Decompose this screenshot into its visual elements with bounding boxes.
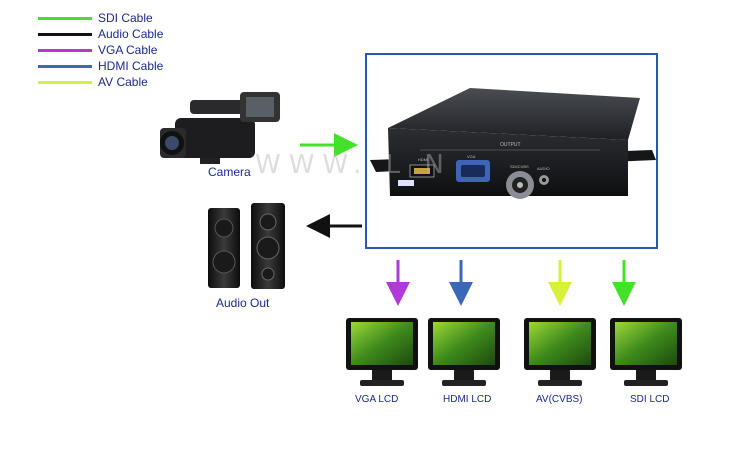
- legend-label-hdmi: HDMI Cable: [98, 59, 164, 73]
- legend-item-audio: Audio Cable: [38, 26, 163, 42]
- legend-item-vga: VGA Cable: [38, 42, 163, 58]
- monitor-sdi-icon: [610, 318, 682, 386]
- legend-line-sdi: [38, 16, 92, 20]
- sdi-lcd-label: SDI LCD: [630, 394, 670, 405]
- device-port-audio-label: AUDIO: [537, 166, 550, 171]
- monitor-vga-icon: [346, 318, 418, 386]
- device-output-label: OUTPUT: [500, 142, 521, 148]
- legend-item-hdmi: HDMI Cable: [38, 58, 163, 74]
- speakers-icon: [208, 203, 285, 289]
- converter-box-icon: [370, 88, 656, 199]
- legend-label-sdi: SDI Cable: [98, 11, 153, 25]
- vga-lcd-label: VGA LCD: [355, 394, 399, 405]
- device-port-hdmi-label: HDMI: [418, 157, 428, 162]
- legend-label-av: AV Cable: [98, 75, 148, 89]
- camera-label: Camera: [208, 165, 251, 179]
- monitor-av-icon: [524, 318, 596, 386]
- cable-legend: SDI Cable Audio Cable VGA Cable HDMI Cab…: [38, 10, 163, 90]
- camera-icon: [160, 92, 280, 164]
- legend-line-hdmi: [38, 64, 92, 68]
- legend-label-vga: VGA Cable: [98, 43, 158, 57]
- audio-out-label: Audio Out: [216, 296, 270, 310]
- monitor-hdmi-icon: [428, 318, 500, 386]
- legend-line-audio: [38, 32, 92, 36]
- watermark: WWW. L N: [255, 150, 452, 180]
- device-port-vga-label: VGA: [467, 154, 476, 159]
- legend-line-av: [38, 80, 92, 84]
- hdmi-lcd-label: HDMI LCD: [443, 394, 492, 405]
- legend-item-sdi: SDI Cable: [38, 10, 163, 26]
- av-lcd-label: AV(CVBS): [536, 394, 583, 405]
- legend-label-audio: Audio Cable: [98, 27, 164, 41]
- legend-line-vga: [38, 48, 92, 52]
- legend-item-av: AV Cable: [38, 74, 163, 90]
- device-port-bnc-label: SDI/CVBS: [510, 164, 529, 169]
